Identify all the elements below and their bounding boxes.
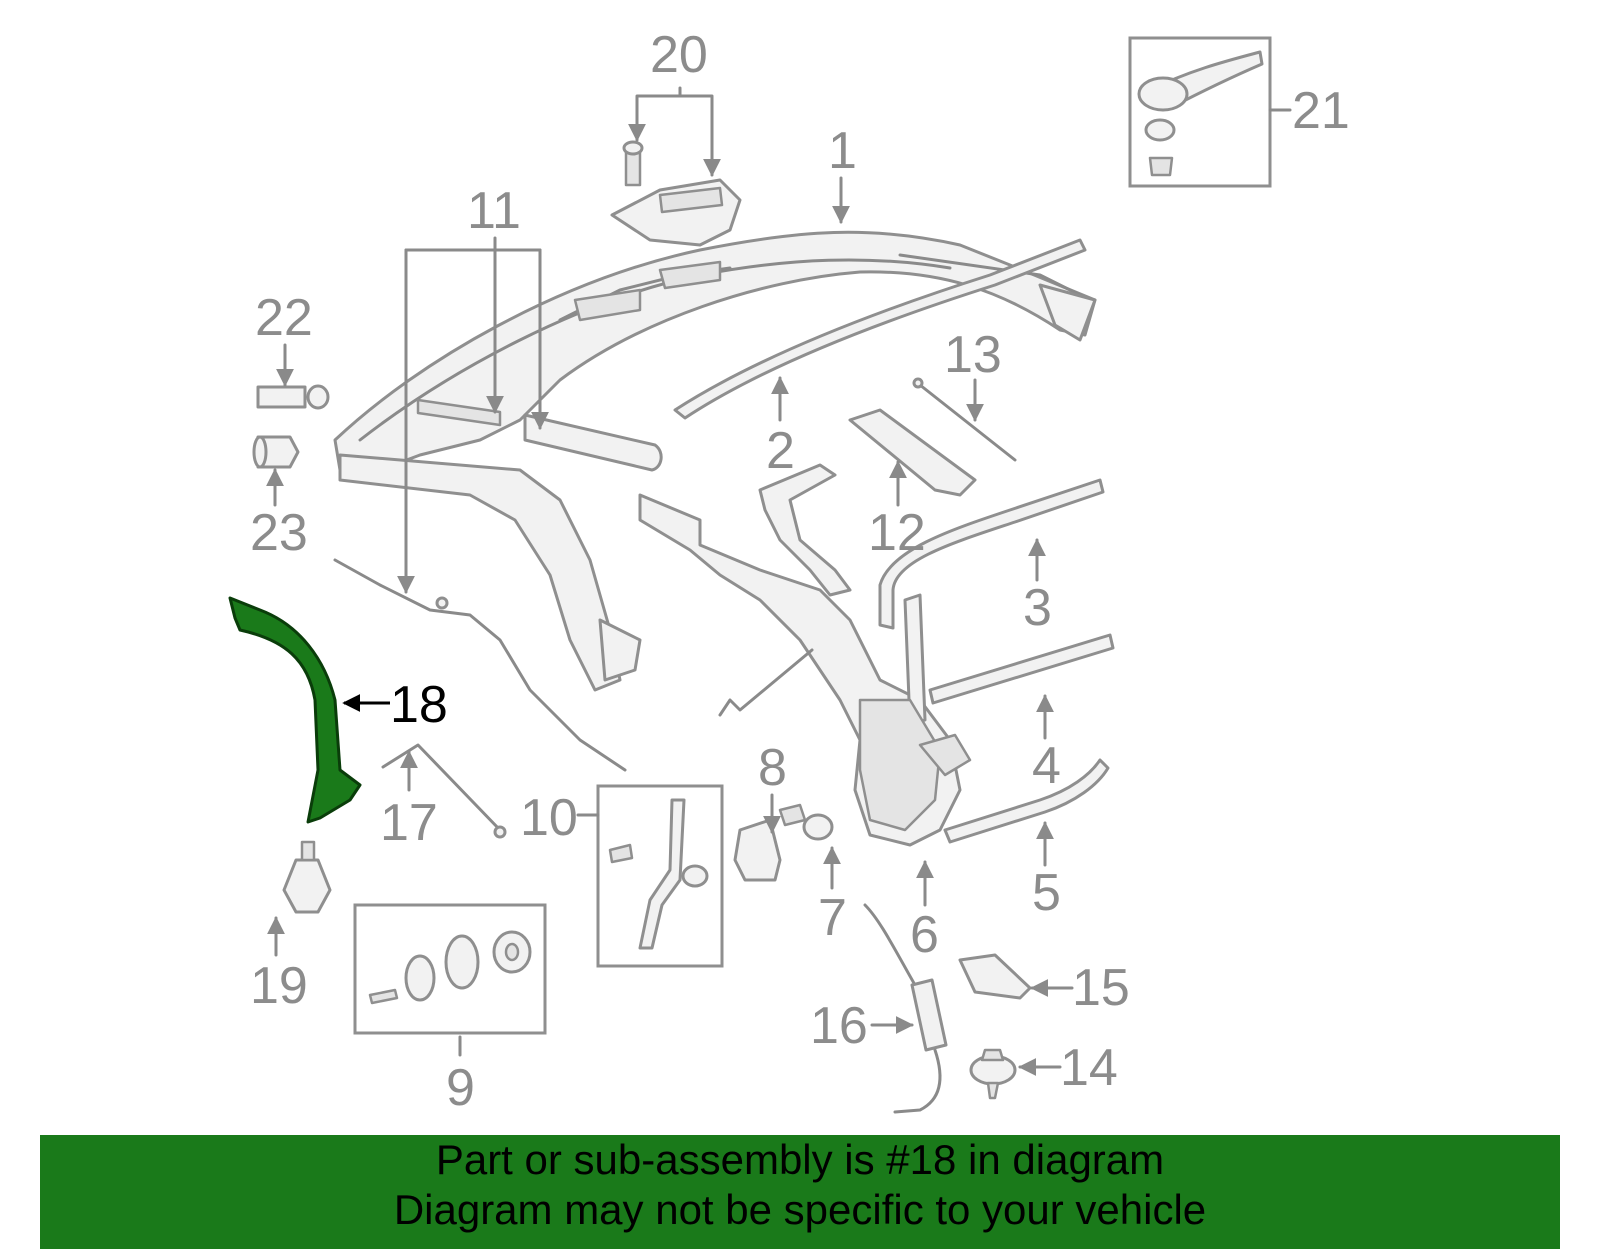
callout-11: 11 bbox=[467, 182, 521, 240]
latch-assembly-6 bbox=[638, 463, 972, 847]
callout-7: 7 bbox=[818, 889, 847, 947]
callout-1: 1 bbox=[828, 122, 857, 180]
panel-12 bbox=[848, 408, 977, 497]
callout-10: 10 bbox=[520, 789, 578, 847]
callout-17: 17 bbox=[380, 794, 438, 852]
trim-panel-18-highlighted bbox=[228, 596, 362, 824]
callout-16: 16 bbox=[810, 997, 868, 1055]
clip-14 bbox=[969, 1048, 1017, 1100]
callout-18: 18 bbox=[390, 676, 448, 734]
rod-13 bbox=[912, 377, 1017, 462]
bolt-7 bbox=[778, 803, 834, 841]
top-frame-part bbox=[333, 230, 1097, 692]
cable-11 bbox=[333, 558, 627, 772]
kit-box-21 bbox=[1128, 36, 1272, 188]
banner-line-2: Diagram may not be specific to your vehi… bbox=[393, 1186, 1207, 1233]
callout-3: 3 bbox=[1023, 579, 1052, 637]
pin-22 bbox=[256, 384, 330, 410]
callout-13: 13 bbox=[944, 326, 1002, 384]
banner-line-1: Part or sub-assembly is #18 in diagram bbox=[435, 1136, 1165, 1183]
seal-strip-2 bbox=[673, 238, 1087, 420]
callout-2: 2 bbox=[766, 422, 795, 480]
callout-14: 14 bbox=[1060, 1039, 1118, 1097]
callout-19: 19 bbox=[250, 957, 308, 1015]
disclaimer-banner: Part or sub-assembly is #18 in diagram D… bbox=[40, 1135, 1560, 1249]
weatherstrip-5 bbox=[943, 758, 1110, 844]
weatherstrip-3 bbox=[878, 478, 1105, 630]
callout-15: 15 bbox=[1072, 959, 1130, 1017]
callout-12: 12 bbox=[868, 504, 926, 562]
bumper-15 bbox=[958, 953, 1032, 1000]
rod-17 bbox=[381, 743, 507, 839]
weatherstrip-4 bbox=[928, 633, 1115, 705]
callout-8: 8 bbox=[758, 739, 787, 797]
hook-latch-20 bbox=[610, 140, 742, 247]
cap-23 bbox=[252, 435, 300, 469]
kit-box-9 bbox=[353, 903, 547, 1035]
callout-5: 5 bbox=[1032, 864, 1061, 922]
callout-22: 22 bbox=[255, 289, 313, 347]
callout-21: 21 bbox=[1292, 82, 1350, 140]
leader-lines bbox=[266, 86, 1292, 1076]
kit-box-10 bbox=[596, 784, 724, 968]
callout-9: 9 bbox=[446, 1059, 475, 1117]
callout-labels: 1 2 3 4 5 6 7 8 9 10 11 12 13 14 15 16 1… bbox=[250, 26, 1350, 1117]
strut-16 bbox=[863, 903, 948, 1114]
callout-6: 6 bbox=[910, 906, 939, 964]
callout-4: 4 bbox=[1032, 737, 1061, 795]
callout-23: 23 bbox=[250, 504, 308, 562]
callout-20: 20 bbox=[650, 26, 708, 84]
push-clip-19 bbox=[282, 840, 332, 914]
